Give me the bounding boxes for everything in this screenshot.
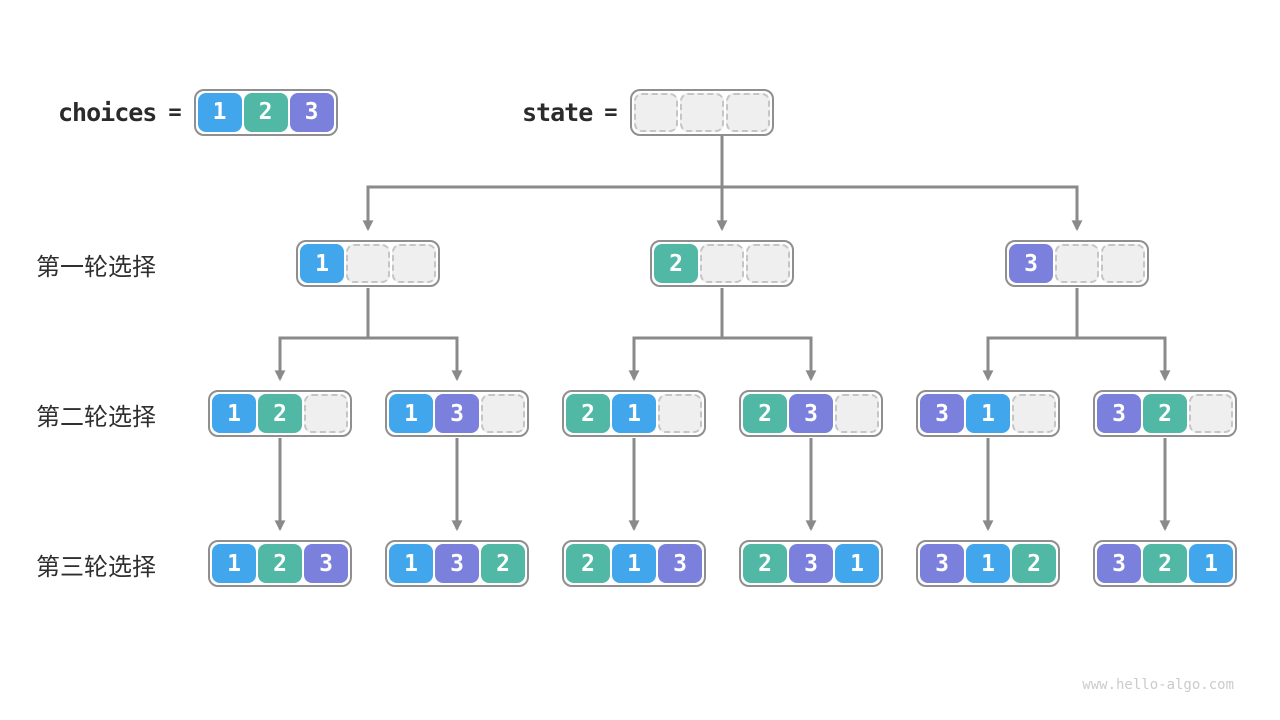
row-label-round-3: 第三轮选择 [36,552,156,581]
state-cell [835,394,879,433]
row-label-round-1: 第一轮选择 [36,252,156,281]
state-cell [725,92,770,132]
state-node-r3-213: 2 1 3 [562,540,706,587]
choices-group: choices = 1 2 3 [58,88,338,136]
state-cell: 2 [654,244,698,283]
state-cell: 1 [300,244,344,283]
state-cell: 2 [1143,544,1187,583]
choices-cell: 2 [243,92,288,132]
choices-label: choices [58,97,157,127]
state-cell: 3 [920,394,964,433]
state-node-r1-3: 3 [1005,240,1149,287]
state-cell: 2 [258,394,302,433]
state-cell: 3 [1097,394,1141,433]
state-cell: 3 [1009,244,1053,283]
state-cell [1055,244,1099,283]
state-equals-sign: = [604,99,618,125]
state-group: state = [522,88,774,136]
watermark: www.hello-algo.com [1082,677,1234,693]
state-cell: 1 [389,394,433,433]
state-cell: 2 [743,544,787,583]
state-node-r3-132: 1 3 2 [385,540,529,587]
state-node-r2-23: 2 3 [739,390,883,437]
state-cell: 2 [481,544,525,583]
state-array-root [629,88,774,136]
state-cell [481,394,525,433]
state-node-r3-123: 1 2 3 [208,540,352,587]
state-cell: 3 [920,544,964,583]
choices-equals-sign: = [168,99,182,125]
state-cell: 1 [212,394,256,433]
state-cell: 1 [835,544,879,583]
state-node-r1-2: 2 [650,240,794,287]
state-cell [679,92,724,132]
choices-cell: 1 [197,92,242,132]
state-label: state [522,97,593,127]
state-cell: 2 [566,394,610,433]
state-node-r2-21: 2 1 [562,390,706,437]
state-cell: 3 [435,544,479,583]
state-node-r3-321: 3 2 1 [1093,540,1237,587]
state-cell: 3 [304,544,348,583]
state-cell: 1 [212,544,256,583]
state-cell [1189,394,1233,433]
state-node-r2-31: 3 1 [916,390,1060,437]
state-cell: 3 [1097,544,1141,583]
state-cell: 1 [612,544,656,583]
state-cell [392,244,436,283]
state-cell [746,244,790,283]
state-cell [700,244,744,283]
state-node-r2-13: 1 3 [385,390,529,437]
state-cell: 3 [658,544,702,583]
state-cell: 1 [612,394,656,433]
state-node-r1-1: 1 [296,240,440,287]
state-node-r2-32: 3 2 [1093,390,1237,437]
state-cell [346,244,390,283]
state-node-r2-12: 1 2 [208,390,352,437]
state-cell: 1 [1189,544,1233,583]
state-cell: 3 [789,394,833,433]
row-label-round-2: 第二轮选择 [36,402,156,431]
state-cell [304,394,348,433]
state-cell: 2 [258,544,302,583]
state-cell: 1 [966,544,1010,583]
state-cell: 3 [789,544,833,583]
state-cell [1101,244,1145,283]
state-cell: 1 [389,544,433,583]
state-cell [633,92,678,132]
state-node-r3-312: 3 1 2 [916,540,1060,587]
state-cell: 1 [966,394,1010,433]
state-cell [1012,394,1056,433]
state-cell: 2 [1143,394,1187,433]
state-cell [658,394,702,433]
state-cell: 2 [743,394,787,433]
choices-cell: 3 [289,92,334,132]
state-cell: 2 [566,544,610,583]
state-cell: 2 [1012,544,1056,583]
state-node-r3-231: 2 3 1 [739,540,883,587]
state-cell: 3 [435,394,479,433]
choices-array: 1 2 3 [193,88,338,136]
